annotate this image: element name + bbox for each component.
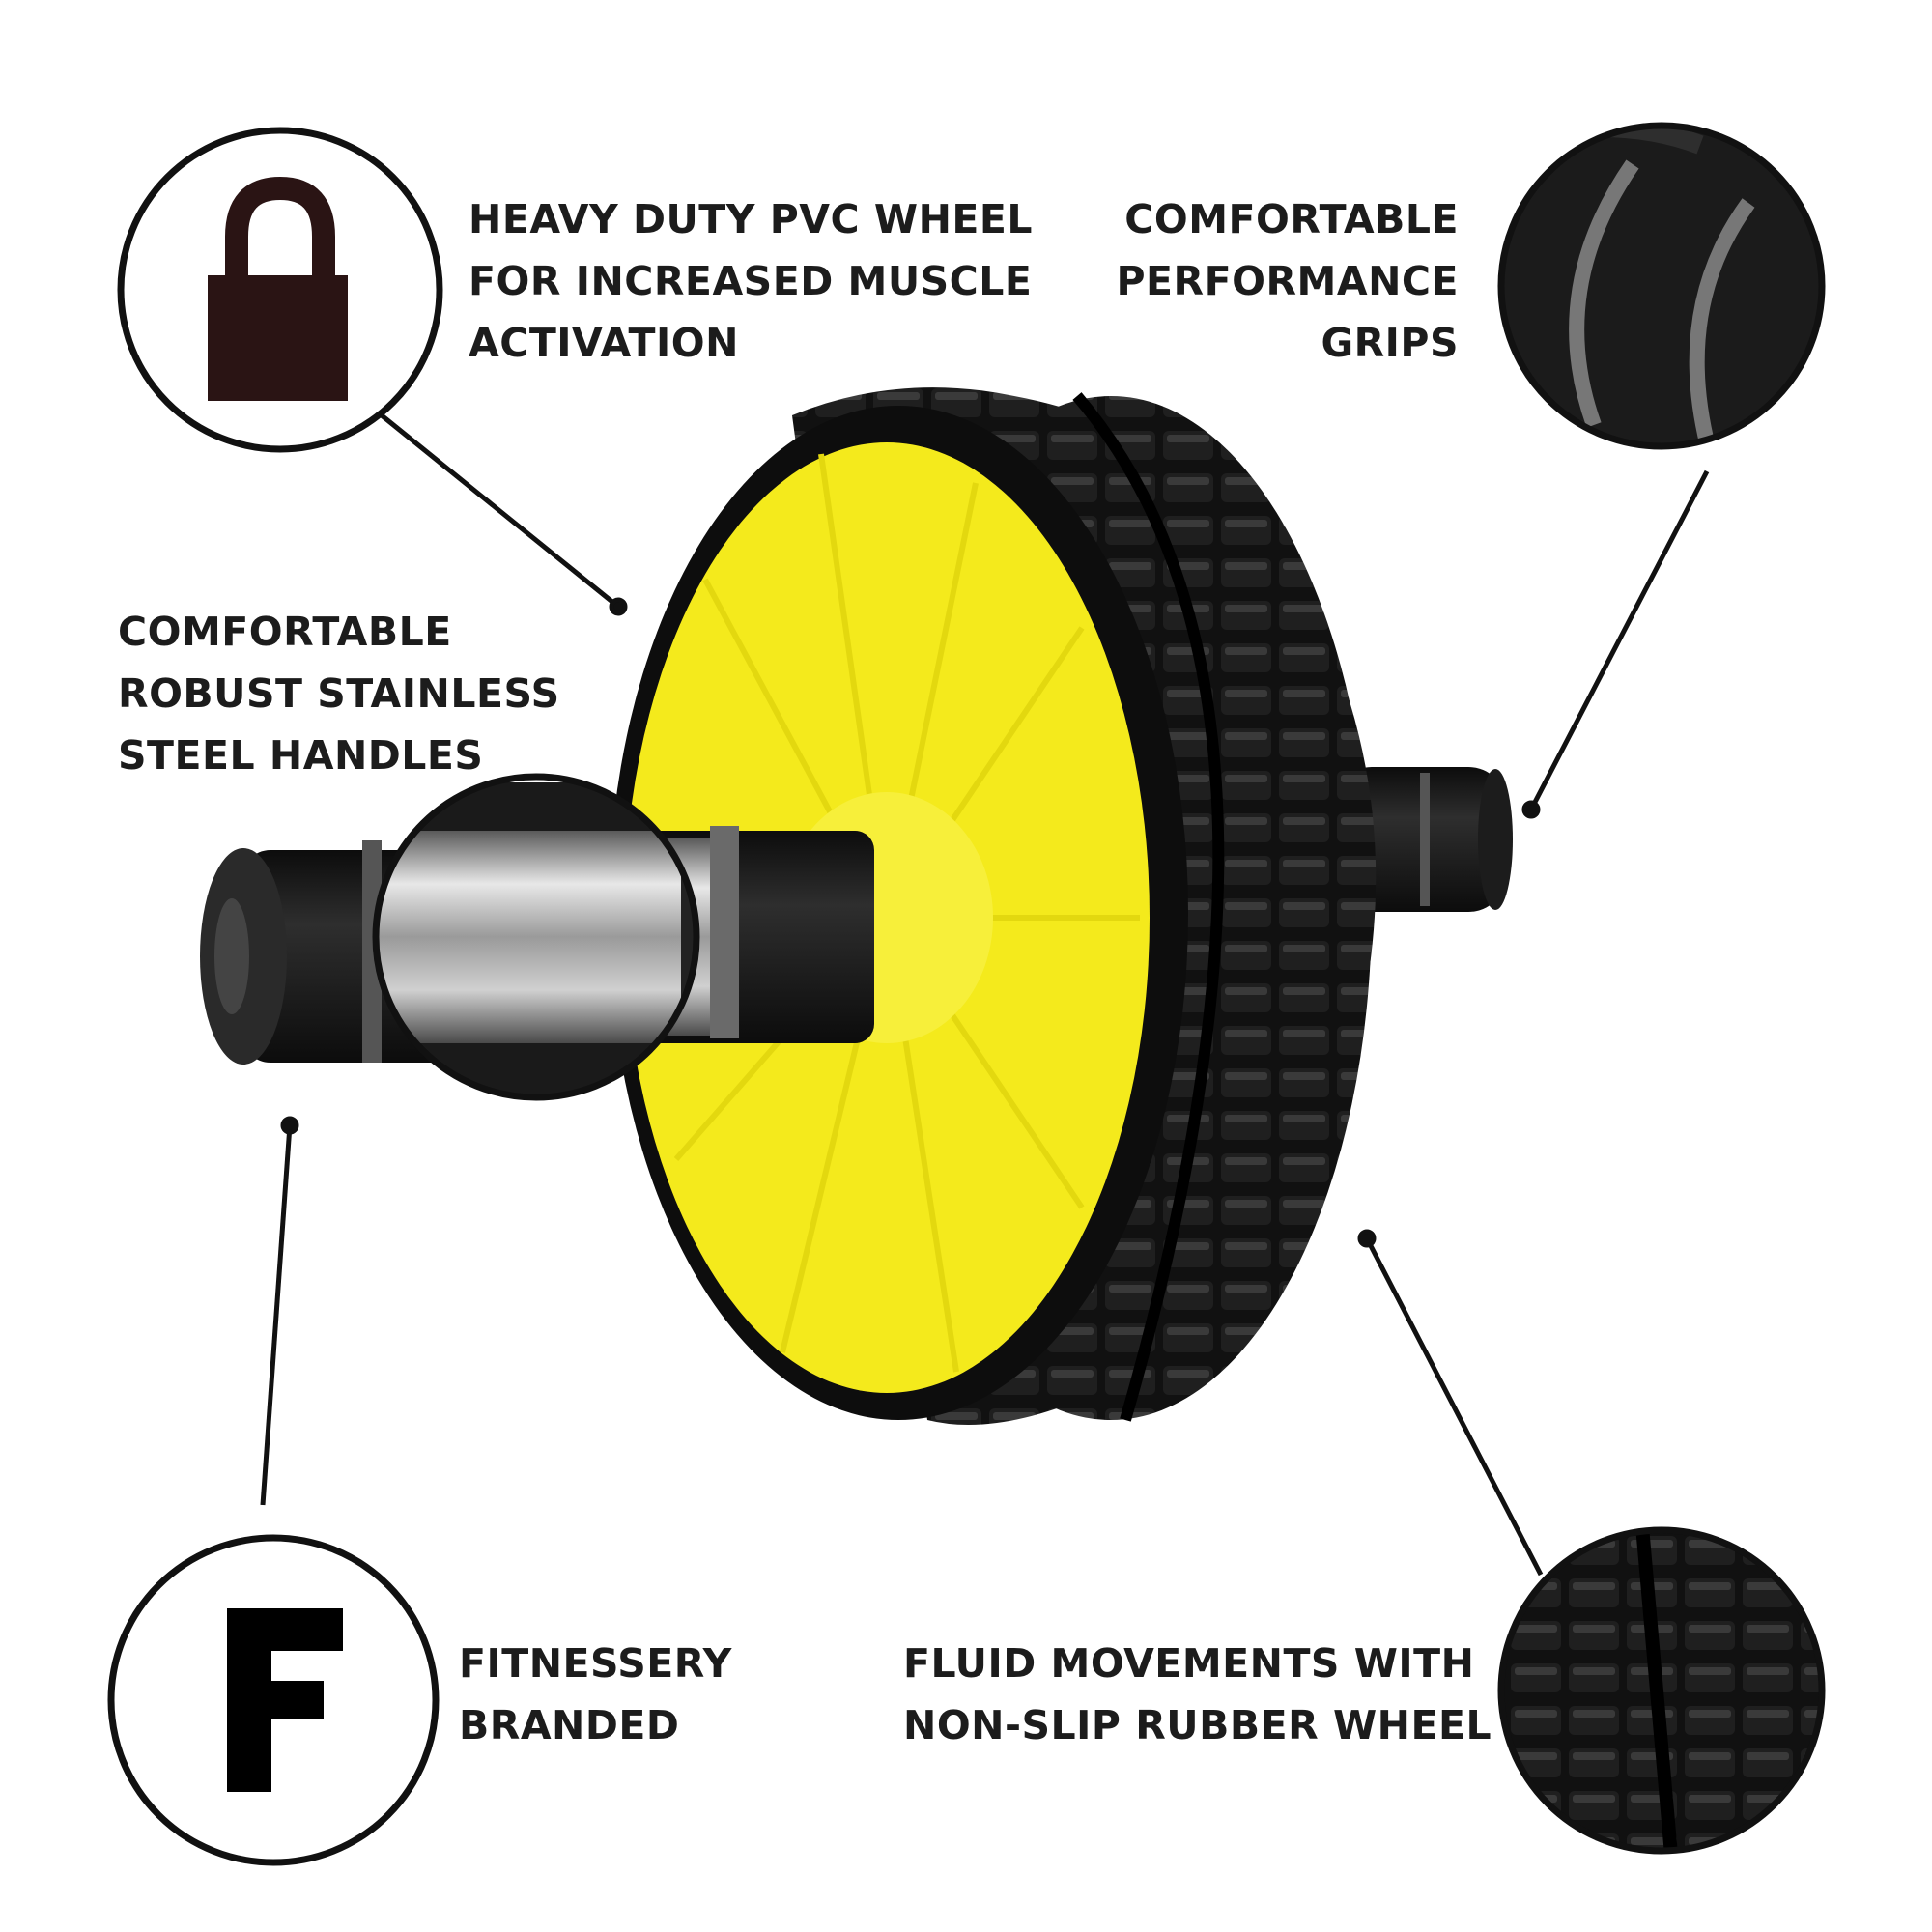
connector-rubber xyxy=(1364,1236,1544,1577)
handles-line-2: ROBUST STAINLESS xyxy=(118,670,560,717)
handles-label: COMFORTABLE ROBUST STAINLESS STEEL HANDL… xyxy=(118,601,560,786)
grips-line-2: PERFORMANCE xyxy=(1116,258,1459,304)
f-logo-callout xyxy=(107,1534,440,1866)
connector-dot xyxy=(609,597,628,616)
tread-closeup xyxy=(1497,1526,1826,1855)
brand-line-1: FITNESSERY xyxy=(459,1640,732,1687)
connector-lines xyxy=(260,413,1710,1577)
grips-line-1: COMFORTABLE xyxy=(1124,196,1459,242)
handles-line-3: STEEL HANDLES xyxy=(118,732,484,779)
foam-grip-closeup xyxy=(1497,122,1826,450)
grips-label: COMFORTABLE PERFORMANCE GRIPS xyxy=(1116,188,1459,374)
handles-line-1: COMFORTABLE xyxy=(118,609,452,655)
ab-wheel xyxy=(609,387,1377,1426)
grips-line-3: GRIPS xyxy=(1321,320,1459,366)
connector-brand xyxy=(260,1124,293,1506)
brand-line-2: BRANDED xyxy=(459,1702,680,1748)
pvc-wheel-line-2: FOR INCREASED MUSCLE xyxy=(469,258,1033,304)
pvc-wheel-label: HEAVY DUTY PVC WHEEL FOR INCREASED MUSCL… xyxy=(469,188,1033,374)
connector-grips xyxy=(1528,469,1710,811)
rubber-wheel-line-1: FLUID MOVEMENTS WITH xyxy=(903,1640,1475,1687)
connector-pvc xyxy=(380,413,620,609)
pvc-wheel-line-1: HEAVY DUTY PVC WHEEL xyxy=(469,196,1034,242)
padlock-icon xyxy=(208,176,348,401)
rubber-wheel-label: FLUID MOVEMENTS WITH NON-SLIP RUBBER WHE… xyxy=(903,1633,1492,1756)
rubber-wheel-line-2: NON-SLIP RUBBER WHEEL xyxy=(903,1702,1492,1748)
padlock-callout xyxy=(117,127,443,453)
pvc-wheel-line-3: ACTIVATION xyxy=(469,320,739,366)
f-logo xyxy=(227,1608,343,1792)
brand-label: FITNESSERY BRANDED xyxy=(459,1633,732,1756)
right-handle xyxy=(1333,767,1513,912)
